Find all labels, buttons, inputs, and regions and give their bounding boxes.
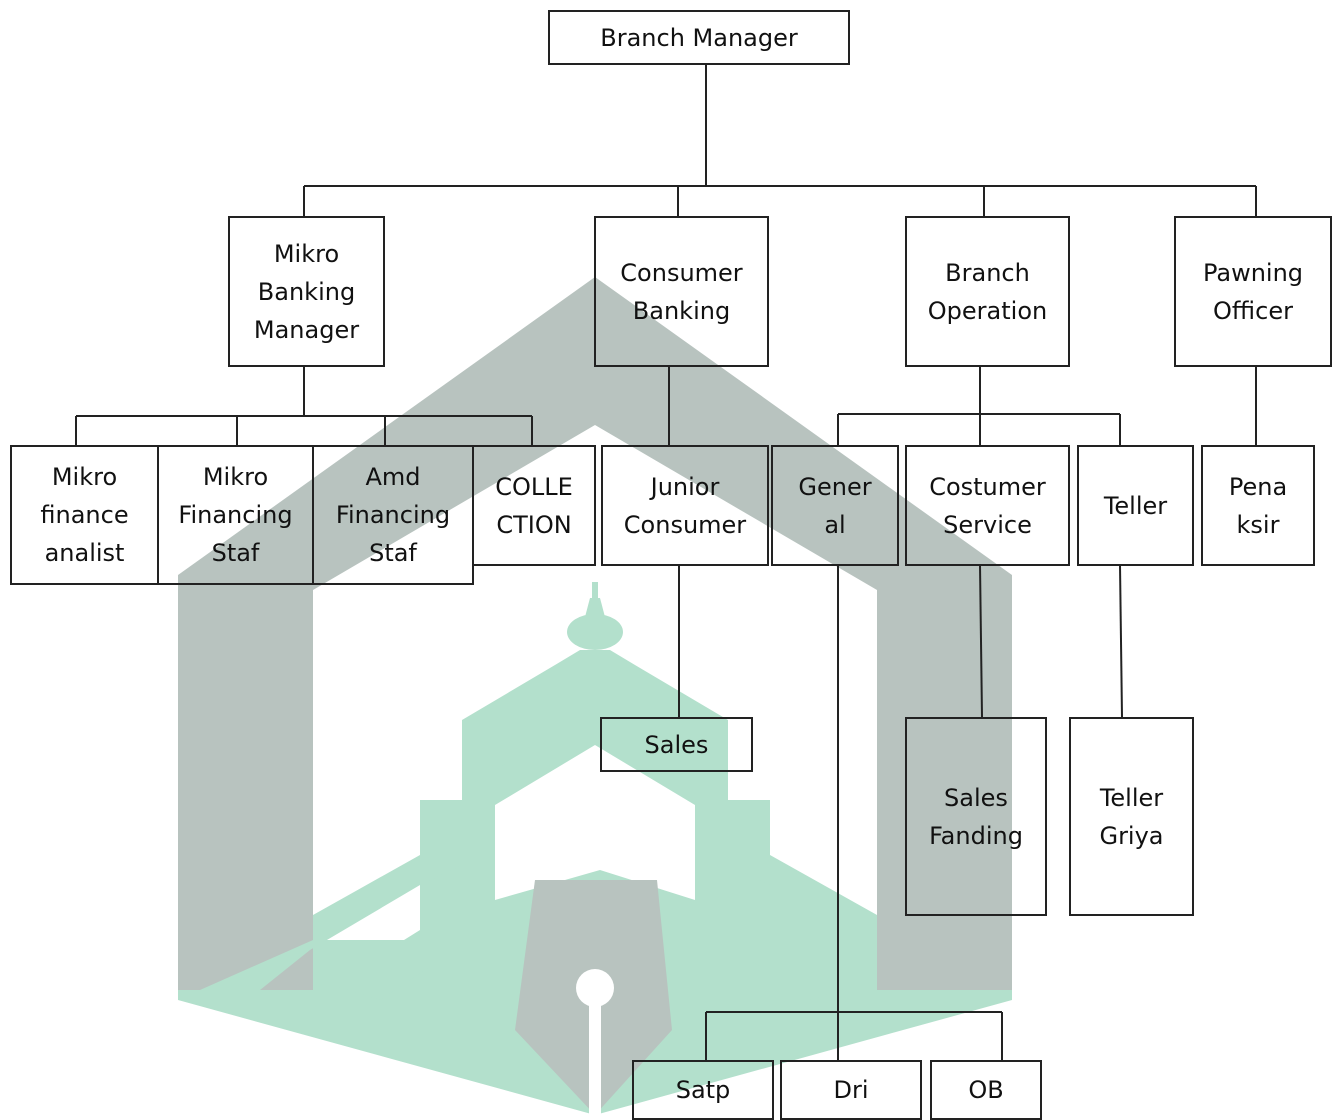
node-label: Mikro finance analist	[40, 463, 129, 567]
node-amd-financing-staf: Amd Financing Staf	[312, 445, 474, 585]
node-label: Consumer Banking	[620, 258, 743, 325]
node-label: Amd Financing Staf	[335, 463, 451, 567]
watermark-green-inner-right	[670, 755, 858, 1000]
node-label: Sales Fanding	[929, 783, 1023, 850]
node-label: Pena ksir	[1228, 472, 1288, 539]
node-ob: OB	[930, 1060, 1042, 1120]
node-label: Teller	[1103, 491, 1168, 520]
node-label: Teller Griya	[1099, 783, 1164, 850]
node-label: Dri	[833, 1076, 869, 1104]
watermark-gray-chevron	[178, 277, 1012, 990]
node-label: Pawning Officer	[1202, 258, 1304, 325]
node-consumer-banking: Consumer Banking	[594, 216, 769, 367]
node-mikro-banking-manager: Mikro Banking Manager	[228, 216, 385, 367]
node-label: Gener al	[798, 472, 872, 539]
node-branch-operation: Branch Operation	[905, 216, 1070, 367]
node-label: Branch Manager	[600, 23, 798, 52]
node-label: Mikro Financing Staf	[178, 463, 293, 567]
node-mikro-finance-analist: Mikro finance analist	[10, 445, 159, 585]
node-teller-griya: Teller Griya	[1069, 717, 1194, 916]
node-pawning-officer: Pawning Officer	[1174, 216, 1332, 367]
node-label: Satp	[675, 1076, 731, 1104]
node-junior-consumer: Junior Consumer	[601, 445, 769, 566]
node-dri: Dri	[780, 1060, 922, 1120]
node-label: COLLE CTION	[495, 472, 573, 539]
node-sales: Sales	[600, 717, 753, 772]
node-satp: Satp	[632, 1060, 774, 1120]
node-label: Mikro Banking Manager	[253, 239, 360, 344]
node-sales-fanding: Sales Fanding	[905, 717, 1047, 916]
node-general: Gener al	[771, 445, 899, 566]
node-collection: COLLE CTION	[472, 445, 596, 566]
node-penaksir: Pena ksir	[1201, 445, 1315, 566]
node-label: Branch Operation	[927, 258, 1048, 325]
node-label: OB	[968, 1076, 1004, 1104]
node-teller: Teller	[1077, 445, 1194, 566]
node-label: Sales	[644, 730, 709, 759]
node-label: Junior Consumer	[623, 472, 747, 539]
node-label: Costumer Service	[929, 472, 1046, 539]
node-costumer-service: Costumer Service	[905, 445, 1070, 566]
node-branch-manager: Branch Manager	[548, 10, 850, 65]
watermark-green-inner	[332, 755, 520, 1000]
node-mikro-financing-staf: Mikro Financing Staf	[157, 445, 314, 585]
